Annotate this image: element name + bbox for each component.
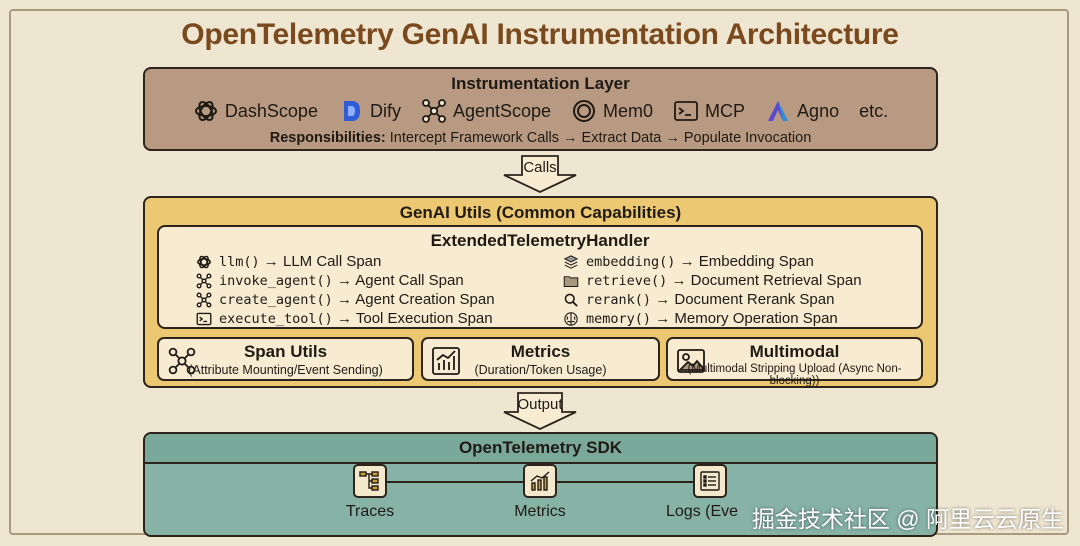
traces-icon — [359, 471, 379, 491]
method-code: memory() — [586, 311, 652, 327]
layers-icon — [563, 254, 579, 269]
method-row-execute-tool: execute_tool() → Tool Execution Span — [196, 309, 493, 328]
sdk-item-traces: Traces — [310, 464, 430, 521]
box-subtitle: (Duration/Token Usage) — [474, 363, 607, 377]
dify-icon — [343, 101, 360, 121]
method-row-rerank: rerank() → Document Rerank Span — [563, 290, 834, 309]
framework-list: DashScope Dify AgentScope Mem0 MCP Agno … — [145, 98, 936, 124]
chart-icon — [432, 347, 460, 375]
framework-name: AgentScope — [452, 100, 552, 121]
method-desc: → Memory Operation Span — [651, 310, 838, 327]
chart-icon — [530, 471, 550, 491]
metrics-box: Metrics (Duration/Token Usage) — [421, 337, 660, 381]
responsibilities-text: Responsibilities: Intercept Framework Ca… — [145, 130, 936, 146]
watermark: 掘金技术社区 @ 阿里云云原生 — [751, 506, 1064, 532]
terminal-icon — [196, 312, 212, 325]
box-title: Span Utils — [243, 342, 328, 361]
sdk-item-label: Metrics — [514, 503, 566, 520]
framework-mem0: Mem0 — [571, 98, 653, 124]
framework-agno: Agno — [765, 98, 839, 124]
openai-knot-icon — [194, 100, 217, 122]
responsibilities-label: Responsibilities: — [269, 130, 386, 146]
extended-telemetry-handler: ExtendedTelemetryHandler — [157, 225, 923, 329]
framework-agentscope: AgentScope — [421, 98, 551, 124]
box-subtitle: (Attribute Mounting/Event Sending) — [188, 363, 383, 377]
box-subtitle: (Multimodal Stripping Upload (Async Non-… — [687, 363, 902, 387]
agno-a-icon — [768, 101, 789, 121]
method-code: create_agent() — [219, 292, 333, 308]
network-icon — [196, 292, 212, 307]
network-icon — [168, 347, 196, 375]
framework-name: MCP — [705, 100, 746, 121]
sdk-header-bar: OpenTelemetry SDK — [145, 434, 936, 464]
framework-dashscope: DashScope — [193, 98, 318, 124]
method-desc: → Document Rerank Span — [651, 291, 835, 308]
sdk-item-label: Logs (Eve — [666, 503, 739, 520]
box-title: Multimodal — [749, 342, 840, 361]
framework-dify: Dify — [338, 98, 401, 124]
method-desc: → Agent Call Span — [332, 272, 464, 289]
box-title: Metrics — [510, 342, 571, 361]
span-utils-box: Span Utils (Attribute Mounting/Event Sen… — [157, 337, 414, 381]
framework-etc: etc. — [859, 101, 888, 122]
down-arrow-icon — [503, 392, 577, 430]
method-code: llm() — [219, 254, 260, 270]
method-code: invoke_agent() — [219, 273, 333, 289]
method-desc: → Tool Execution Span — [332, 310, 493, 327]
brain-icon — [564, 311, 578, 326]
method-code: execute_tool() — [219, 311, 333, 327]
arrow-calls-label: Calls — [523, 159, 557, 176]
knot-icon — [197, 255, 211, 268]
handler-title: ExtendedTelemetryHandler — [430, 231, 650, 250]
diagram-title: OpenTelemetry GenAI Instrumentation Arch… — [181, 18, 899, 51]
arrow-calls: Calls — [500, 155, 580, 193]
logs-icon-box — [693, 464, 727, 498]
method-row-create-agent: create_agent() → Agent Creation Span — [196, 290, 495, 309]
genai-utils-title: GenAI Utils (Common Capabilities) — [399, 203, 682, 222]
framework-name: DashScope — [224, 100, 318, 121]
method-row-embedding: embedding() → Embedding Span — [563, 252, 814, 271]
method-desc: → LLM Call Span — [259, 253, 382, 270]
method-desc: → Embedding Span — [675, 253, 814, 270]
network-icon — [422, 99, 446, 123]
method-code: embedding() — [586, 254, 676, 270]
sdk-title: OpenTelemetry SDK — [458, 438, 623, 457]
method-row-invoke-agent: invoke_agent() → Agent Call Span — [196, 271, 464, 290]
framework-name: Dify — [369, 100, 401, 121]
method-code: retrieve() — [586, 273, 668, 289]
down-arrow-icon — [503, 155, 577, 193]
instrumentation-layer: Instrumentation Layer DashScope Dify Age… — [143, 67, 938, 151]
sdk-item-metrics: Metrics — [480, 464, 600, 521]
sdk-item-label: Traces — [345, 503, 395, 520]
method-row-retrieve: retrieve() → Document Retrieval Span — [563, 271, 862, 290]
framework-mcp: MCP — [673, 98, 745, 124]
list-icon — [700, 471, 720, 491]
framework-name: Agno — [797, 100, 840, 121]
image-icon — [677, 349, 705, 373]
framework-name: etc. — [859, 100, 889, 121]
mem0-ring-icon — [573, 100, 596, 122]
arrow-output: Output — [500, 392, 580, 430]
traces-icon-box — [353, 464, 387, 498]
network-icon — [196, 273, 212, 288]
method-row-memory: memory() → Memory Operation Span — [563, 309, 838, 328]
arrow-output-label: Output — [517, 396, 563, 413]
method-desc: → Agent Creation Span — [332, 291, 495, 308]
responsibilities-body: Intercept Framework Calls → Extract Data… — [385, 130, 812, 146]
folder-icon — [563, 275, 579, 287]
method-desc: → Document Retrieval Span — [667, 272, 862, 289]
multimodal-box: Multimodal (Multimodal Stripping Upload … — [666, 337, 923, 387]
sdk-item-logs: Logs (Eve — [650, 464, 770, 521]
instrumentation-layer-title: Instrumentation Layer — [451, 74, 630, 93]
metrics-icon-box — [523, 464, 557, 498]
terminal-icon — [674, 101, 698, 121]
method-row-llm: llm() → LLM Call Span — [196, 252, 381, 271]
method-code: rerank() — [586, 292, 652, 308]
framework-name: Mem0 — [603, 100, 654, 121]
search-icon — [564, 293, 578, 307]
